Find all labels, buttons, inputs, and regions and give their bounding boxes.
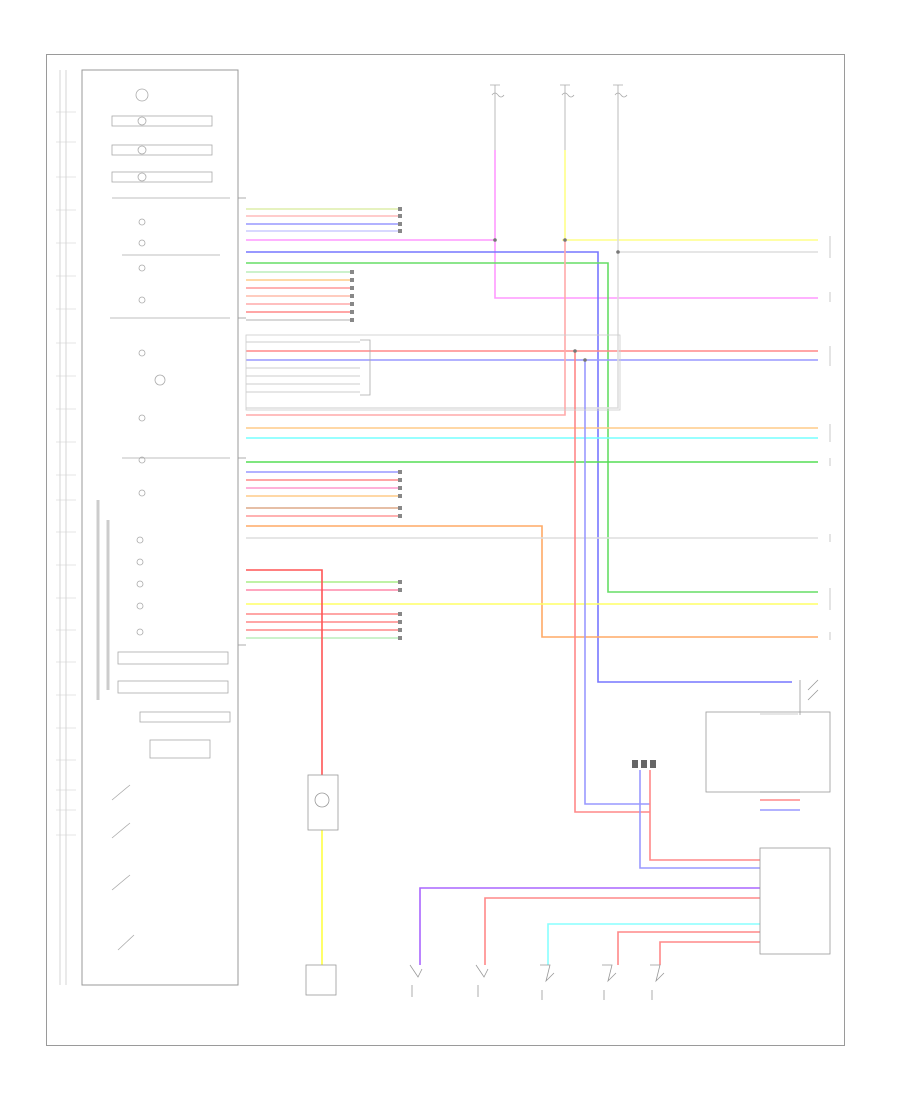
cluster-connector-pins bbox=[238, 197, 246, 646]
body-control-module bbox=[759, 847, 831, 955]
fuse-block bbox=[490, 84, 628, 150]
data-link-connector bbox=[245, 334, 621, 411]
splice-points bbox=[493, 238, 620, 362]
door-switches bbox=[305, 964, 665, 1000]
wire-yellow-red bbox=[246, 240, 566, 416]
instrument-cluster bbox=[59, 69, 239, 986]
wire-red-rheostat bbox=[246, 569, 323, 775]
cluster-indicators bbox=[110, 88, 231, 951]
cluster-vertical-label-bars bbox=[96, 500, 110, 700]
combination-meter-rheostat bbox=[307, 774, 339, 831]
wire-harness bbox=[246, 150, 818, 965]
data-connector-junction bbox=[632, 760, 656, 768]
vehicle-speed-sensor bbox=[705, 679, 831, 793]
diagram-frame bbox=[46, 54, 845, 1046]
connector-arrows bbox=[350, 207, 402, 640]
wire-blue bbox=[246, 251, 792, 683]
wire-pink bbox=[246, 239, 818, 299]
cluster-pin-ticks bbox=[56, 111, 76, 836]
wire-orange bbox=[246, 525, 818, 638]
